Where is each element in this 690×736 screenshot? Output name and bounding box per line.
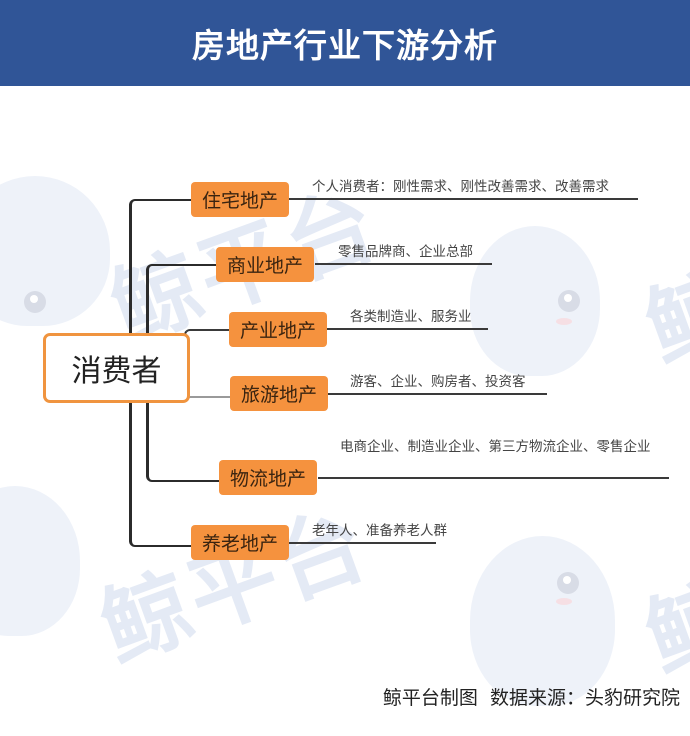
branch-description: 电商企业、制造业企业、第三方物流企业、零售企业 xyxy=(340,439,651,455)
branch-underline xyxy=(318,477,669,479)
node-label: 养老地产 xyxy=(201,533,278,555)
root-node-consumers: 消费者 xyxy=(43,333,190,403)
whale-watermark-icon xyxy=(0,176,110,326)
watermark-text: 鲸平台 xyxy=(633,500,690,692)
node-industrial: 产业地产 xyxy=(229,312,327,347)
whale-blush-icon xyxy=(556,318,572,325)
node-label: 住宅地产 xyxy=(201,190,278,212)
node-label: 旅游地产 xyxy=(240,384,317,406)
whale-eye-icon xyxy=(558,290,580,312)
branch-underline xyxy=(315,263,492,265)
branch-underline xyxy=(289,542,436,544)
node-logistics: 物流地产 xyxy=(219,460,317,495)
branch-description: 各类制造业、服务业 xyxy=(350,309,472,325)
node-tourism: 旅游地产 xyxy=(230,376,328,411)
branch-underline xyxy=(327,328,488,330)
node-elderly-care: 养老地产 xyxy=(191,525,289,560)
branch-description: 个人消费者：刚性需求、刚性改善需求、改善需求 xyxy=(312,179,609,195)
branch-description: 游客、企业、购房者、投资客 xyxy=(350,374,526,390)
header-banner: 房地产行业下游分析 xyxy=(0,0,690,86)
watermark-text: 鲸平台 xyxy=(633,190,690,382)
branch-description: 老年人、准备养老人群 xyxy=(312,523,447,539)
whale-watermark-icon xyxy=(470,226,600,376)
source-footer: 鲸平台制图 数据来源：头豹研究院 xyxy=(382,687,680,709)
whale-blush-icon xyxy=(556,598,572,605)
whale-watermark-icon xyxy=(470,536,615,706)
whale-eye-icon xyxy=(557,572,579,594)
node-commercial: 商业地产 xyxy=(216,247,314,282)
branch-underline xyxy=(328,393,547,395)
whale-eye-icon xyxy=(24,291,46,313)
branch-underline xyxy=(289,198,638,200)
watermark-text: 鲸平台 xyxy=(88,490,383,682)
page-title: 房地产行业下游分析 xyxy=(192,26,498,65)
node-residential: 住宅地产 xyxy=(191,182,289,217)
node-label: 商业地产 xyxy=(226,255,303,277)
node-label: 物流地产 xyxy=(229,468,306,490)
root-label: 消费者 xyxy=(71,354,162,389)
branch-description: 零售品牌商、企业总部 xyxy=(338,244,473,260)
whale-watermark-icon xyxy=(0,486,80,636)
node-label: 产业地产 xyxy=(239,320,316,342)
connector-inner xyxy=(184,329,231,398)
